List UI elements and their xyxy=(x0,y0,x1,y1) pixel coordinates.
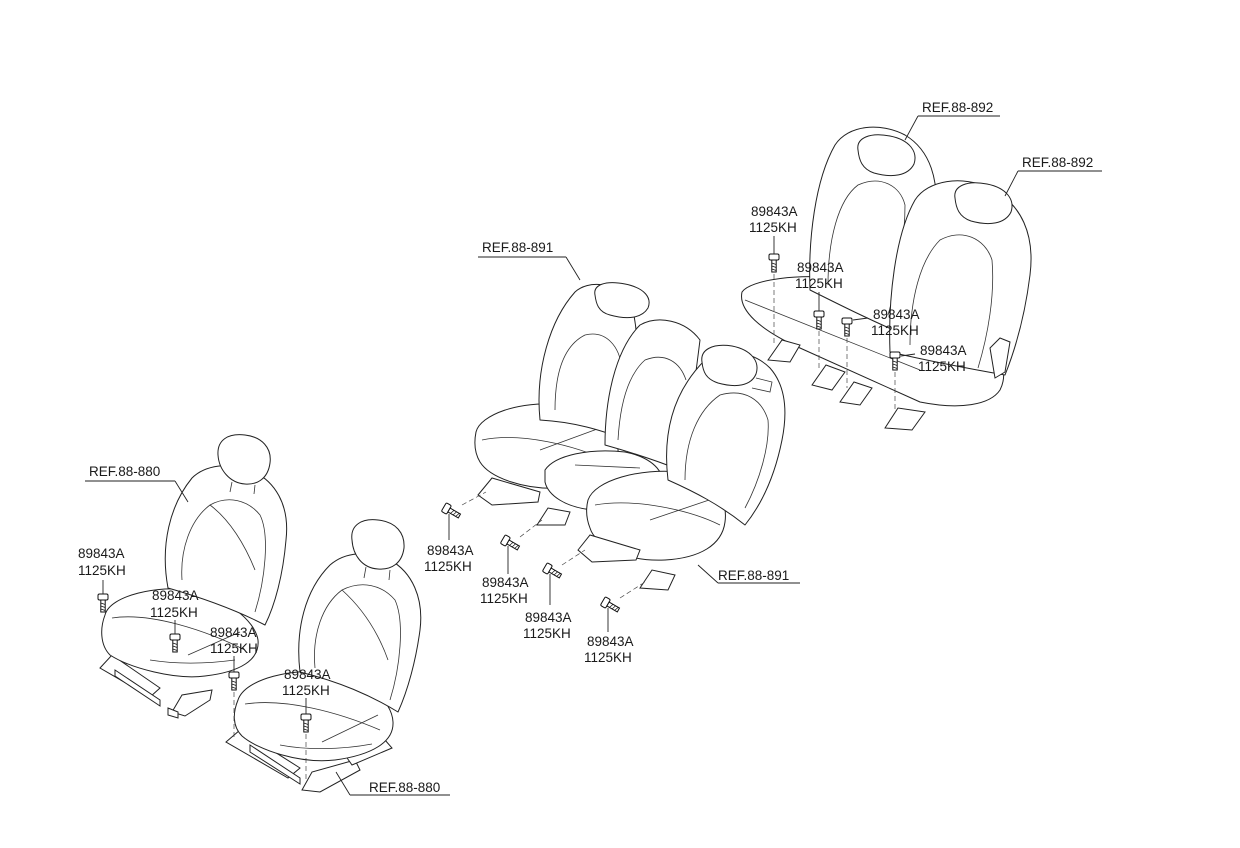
part-number: 1125KH xyxy=(749,220,797,235)
part-number: 89843A xyxy=(482,575,529,590)
ref-label-third-row-left: REF.88-892 xyxy=(922,100,993,115)
leader-lines xyxy=(85,115,1102,796)
part-number: 89843A xyxy=(284,667,331,682)
front-right-seat xyxy=(225,519,422,793)
part-callout: 89843A 1125KH xyxy=(918,343,967,374)
bolt-icon xyxy=(541,562,564,581)
front-left-seat xyxy=(99,434,288,719)
part-number: 1125KH xyxy=(795,276,843,291)
part-number: 89843A xyxy=(78,546,125,561)
part-number: 89843A xyxy=(751,204,798,219)
part-callout: 89843A 1125KH xyxy=(424,543,474,574)
part-callout: 89843A 1125KH xyxy=(795,260,844,291)
part-number: 89843A xyxy=(152,588,199,603)
fastener-group xyxy=(97,253,901,780)
part-callout: 89843A 1125KH xyxy=(749,204,798,235)
part-number: 1125KH xyxy=(918,359,966,374)
bolt-icon xyxy=(499,534,522,553)
ref-label-second-row-cushion: REF.88-891 xyxy=(718,568,789,583)
part-callout: 89843A 1125KH xyxy=(871,307,920,338)
part-number: 89843A xyxy=(427,543,474,558)
part-callout: 89843A 1125KH xyxy=(584,634,634,665)
part-number: 1125KH xyxy=(210,641,258,656)
part-number: 1125KH xyxy=(523,626,571,641)
part-number: 89843A xyxy=(797,260,844,275)
ref-label-front-left: REF.88-880 xyxy=(89,464,160,479)
part-callout: 89843A 1125KH xyxy=(210,625,258,656)
part-number: 1125KH xyxy=(871,323,919,338)
part-callout: 89843A 1125KH xyxy=(78,546,126,578)
third-row-seat xyxy=(741,126,1032,431)
part-callout: 89843A 1125KH xyxy=(150,588,199,620)
part-callout: 89843A 1125KH xyxy=(523,610,572,641)
part-number: 89843A xyxy=(920,343,967,358)
bolt-icon xyxy=(97,593,109,613)
part-number: 1125KH xyxy=(480,591,528,606)
part-number: 1125KH xyxy=(282,683,330,698)
part-number: 1125KH xyxy=(584,650,632,665)
part-number: 89843A xyxy=(873,307,920,322)
ref-label-third-row-right: REF.88-892 xyxy=(1022,155,1093,170)
second-row-seat xyxy=(474,282,786,591)
part-number: 89843A xyxy=(587,634,634,649)
part-number: 1125KH xyxy=(150,605,198,620)
bolt-icon xyxy=(228,671,240,691)
bolt-icon xyxy=(768,253,780,273)
part-number: 89843A xyxy=(210,625,257,640)
part-number: 1125KH xyxy=(78,563,126,578)
part-callout: 89843A 1125KH xyxy=(282,667,331,698)
part-number: 1125KH xyxy=(424,559,472,574)
bolt-icon xyxy=(440,502,463,521)
ref-label-front-right: REF.88-880 xyxy=(369,780,440,795)
part-callout: 89843A 1125KH xyxy=(480,575,529,606)
part-number-callouts: 89843A 1125KH 89843A 1125KH 89843A 1125K… xyxy=(78,204,967,698)
bolt-icon xyxy=(599,596,622,615)
part-number: 89843A xyxy=(525,610,572,625)
ref-label-second-row-back: REF.88-891 xyxy=(482,240,553,255)
reference-labels: REF.88-880 REF.88-880 REF.88-891 REF.88-… xyxy=(89,100,1093,795)
